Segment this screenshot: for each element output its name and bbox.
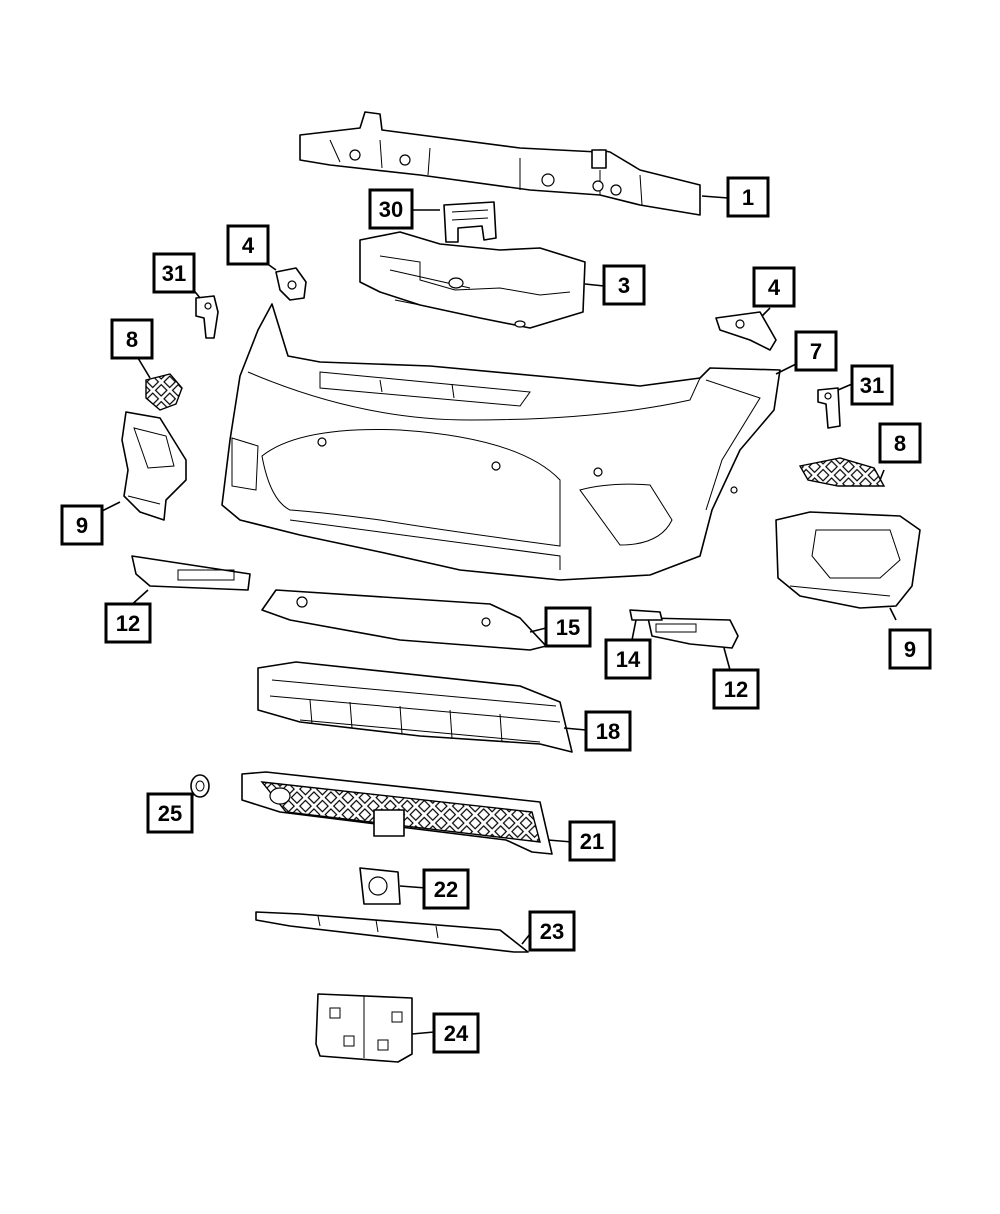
callout-9-left: 9: [60, 504, 104, 546]
callout-label: 7: [810, 339, 822, 364]
callout-label: 4: [242, 233, 255, 258]
part-center-bracket: [443, 201, 497, 243]
part-fog-insert-right: [798, 457, 886, 487]
callout-label: 8: [126, 327, 138, 352]
callout-label: 18: [596, 719, 620, 744]
callout-label: 23: [540, 919, 564, 944]
callout-label: 12: [116, 611, 140, 636]
callout-label: 1: [742, 185, 754, 210]
callout-21: 21: [568, 820, 616, 862]
part-grille-insert: [359, 867, 401, 905]
callout-label: 12: [724, 677, 748, 702]
callout-label: 4: [768, 275, 781, 300]
part-bracket-right: [715, 311, 777, 351]
part-fog-bezel-right: [775, 511, 921, 609]
part-lower-trim-left: [131, 555, 251, 591]
callout-4-left: 4: [226, 224, 270, 266]
callout-12-left: 12: [104, 602, 152, 644]
callout-label: 3: [618, 273, 630, 298]
callout-label: 24: [444, 1021, 469, 1046]
part-small-bracket-right: [817, 387, 841, 429]
part-bracket-left: [275, 267, 307, 301]
callout-23: 23: [528, 910, 576, 952]
part-clip: [190, 774, 210, 798]
callout-4-right: 4: [752, 266, 796, 308]
callout-label: 31: [162, 261, 186, 286]
callout-24: 24: [432, 1012, 480, 1054]
callout-label: 14: [616, 647, 641, 672]
callout-31-left: 31: [152, 252, 196, 294]
callout-15: 15: [544, 606, 592, 648]
callout-label: 30: [379, 197, 403, 222]
callout-7: 7: [794, 330, 838, 372]
callout-18: 18: [584, 710, 632, 752]
callout-label: 22: [434, 877, 458, 902]
callout-12-right: 12: [712, 668, 760, 710]
callout-label: 21: [580, 829, 604, 854]
part-skid-strip: [255, 911, 529, 953]
callout-9-right: 9: [888, 628, 932, 670]
part-fog-bezel-left: [121, 411, 187, 521]
callout-1: 1: [726, 176, 770, 218]
part-lower-support: [257, 661, 573, 753]
callout-label: 8: [894, 431, 906, 456]
callout-label: 15: [556, 615, 580, 640]
callout-label: 31: [860, 373, 884, 398]
callout-8-left: 8: [110, 318, 154, 360]
callout-30: 30: [368, 188, 414, 230]
callout-label: 25: [158, 801, 182, 826]
callout-8-right: 8: [878, 422, 922, 464]
part-bumper-fascia: [221, 303, 781, 581]
callout-label: 9: [904, 637, 916, 662]
callout-31-right: 31: [850, 364, 894, 406]
part-lower-grille: [241, 771, 553, 855]
part-sensor-bracket: [629, 609, 663, 621]
part-fog-insert-left: [145, 373, 183, 411]
callout-3: 3: [602, 264, 646, 306]
part-lower-trim-right: [647, 617, 739, 649]
part-energy-absorber: [359, 231, 586, 329]
part-small-bracket-left: [195, 295, 219, 339]
callout-label: 9: [76, 513, 88, 538]
callout-22: 22: [422, 868, 470, 910]
callout-14: 14: [604, 638, 652, 680]
part-license-bracket: [315, 993, 413, 1063]
part-applique: [261, 589, 547, 651]
part-reinforcement-beam: [299, 111, 701, 216]
callout-25: 25: [146, 792, 194, 834]
